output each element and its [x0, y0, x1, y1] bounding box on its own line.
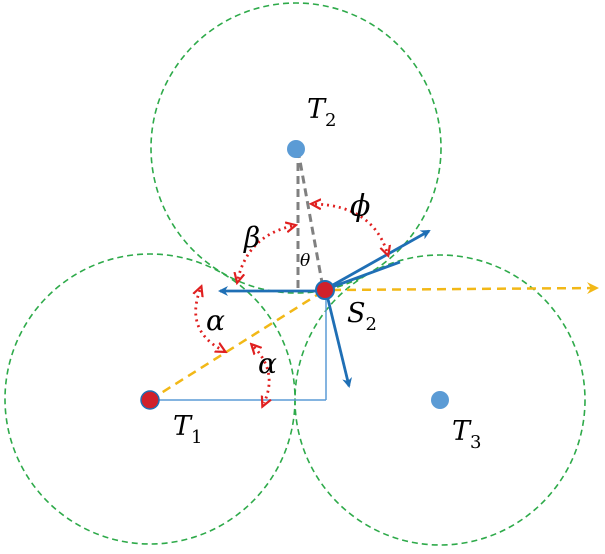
- angle-arc-alpha-lower: [254, 347, 269, 403]
- vector-right: [323, 260, 401, 292]
- yellow-dashed-line-t1-s2: [149, 288, 326, 402]
- label-t1: T1: [173, 411, 202, 448]
- yellow-dashed-horizontal-arrow: [331, 282, 599, 295]
- coverage-circle-t1: [4, 253, 296, 545]
- label-theta: θ: [300, 251, 310, 271]
- vector-up-right: [323, 229, 431, 292]
- label-beta: β: [243, 221, 260, 254]
- angle-arc-phi: [315, 204, 387, 252]
- angle-arc-alpha-upper: [196, 290, 222, 350]
- label-phi: ϕ: [350, 189, 370, 224]
- coverage-circle-t2: [150, 2, 442, 294]
- label-t3: T3: [452, 416, 481, 453]
- label-t2: T2: [307, 94, 336, 131]
- sensor-node-s2: [315, 280, 335, 300]
- vector-down: [324, 290, 352, 388]
- label-s2: S2: [347, 298, 377, 335]
- sensor-node-t1: [140, 390, 160, 410]
- target-node-t2: [287, 140, 305, 158]
- label-alpha-upper: α: [206, 304, 225, 337]
- target-node-t3: [431, 391, 449, 409]
- label-alpha-lower: α: [258, 347, 277, 380]
